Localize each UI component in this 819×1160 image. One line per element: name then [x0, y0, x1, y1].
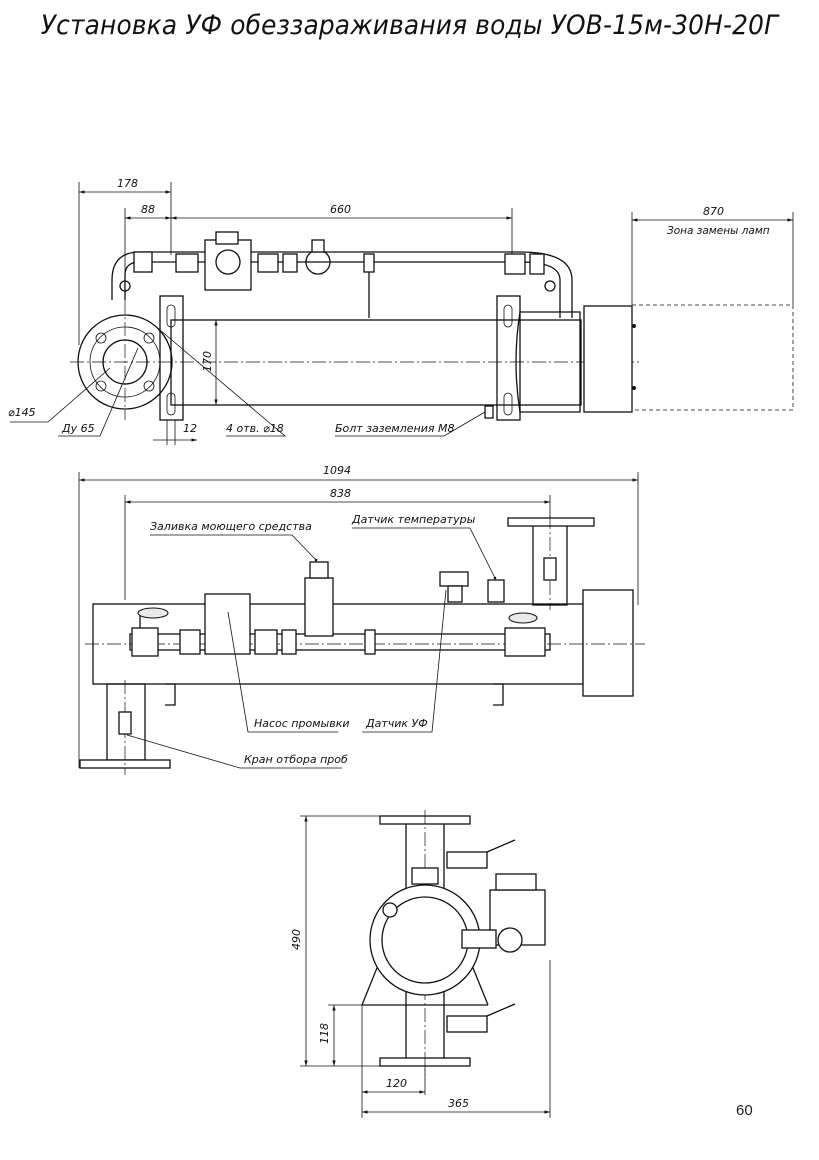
page-number: 60 [736, 1102, 753, 1119]
side-valve-top [446, 851, 488, 869]
side-sensor [411, 867, 439, 885]
dim-1094: 1094 [323, 464, 351, 477]
dim-870: 870 [703, 205, 724, 218]
label-temp-sensor: Датчик температуры [351, 513, 476, 526]
dim-490: 490 [290, 929, 303, 950]
side-valve-bottom [446, 1015, 488, 1033]
lamp-zone-outline [631, 304, 794, 411]
drawing-title: Установка УФ обеззараживания воды УОВ-15… [40, 10, 779, 41]
label-holes: 4 отв. ⌀18 [226, 422, 284, 435]
fitting-2 [257, 253, 279, 273]
dim-118: 118 [318, 1023, 331, 1044]
pump-top-view [204, 239, 252, 291]
label-uv-sensor: Датчик УФ [365, 717, 428, 730]
outlet-flange [507, 517, 595, 527]
ground-bolt [484, 405, 494, 419]
chamber-end-cap [515, 311, 581, 413]
ball-valve-left [131, 627, 159, 657]
label-flange-dia: ⌀145 [8, 406, 36, 419]
fitting-3 [504, 253, 526, 275]
ball-valve-right [504, 627, 546, 657]
uv-sensor [439, 571, 469, 587]
flush-pump [204, 593, 251, 655]
side-view: 490 118 120 365 [290, 810, 551, 1118]
front-lamp-housing [582, 589, 634, 697]
label-flush-pump: Насос промывки [254, 717, 350, 730]
ball-valve-top [175, 253, 199, 273]
dim-170: 170 [201, 351, 214, 372]
fitting-1 [133, 251, 153, 273]
sample-valve [118, 711, 132, 735]
uv-chamber-body [170, 319, 582, 406]
dim-120: 120 [386, 1077, 407, 1090]
dim-365: 365 [448, 1097, 469, 1110]
dim-88: 88 [141, 203, 155, 216]
label-ground-bolt: Болт заземления М8 [335, 422, 454, 435]
inlet-flange [77, 314, 173, 410]
detergent-fill-port [304, 577, 334, 637]
lamp-housing [583, 305, 633, 413]
label-sample-valve: Кран отбора проб [244, 753, 348, 766]
label-detergent-fill: Заливка моющего средства [150, 520, 312, 533]
dim-660: 660 [330, 203, 351, 216]
top-view: 178 88 660 870 Зона замены ламп 170 [8, 177, 794, 445]
temperature-sensor [487, 579, 505, 603]
dim-12: 12 [183, 422, 197, 435]
front-view: 1094 838 [78, 464, 645, 775]
label-nominal-dia: Ду 65 [61, 422, 95, 435]
label-lamp-zone: Зона замены ламп [667, 225, 770, 237]
dim-838: 838 [330, 487, 351, 500]
right-bracket [496, 295, 521, 421]
front-bypass-pipe [129, 633, 551, 651]
dim-178: 178 [117, 177, 138, 190]
